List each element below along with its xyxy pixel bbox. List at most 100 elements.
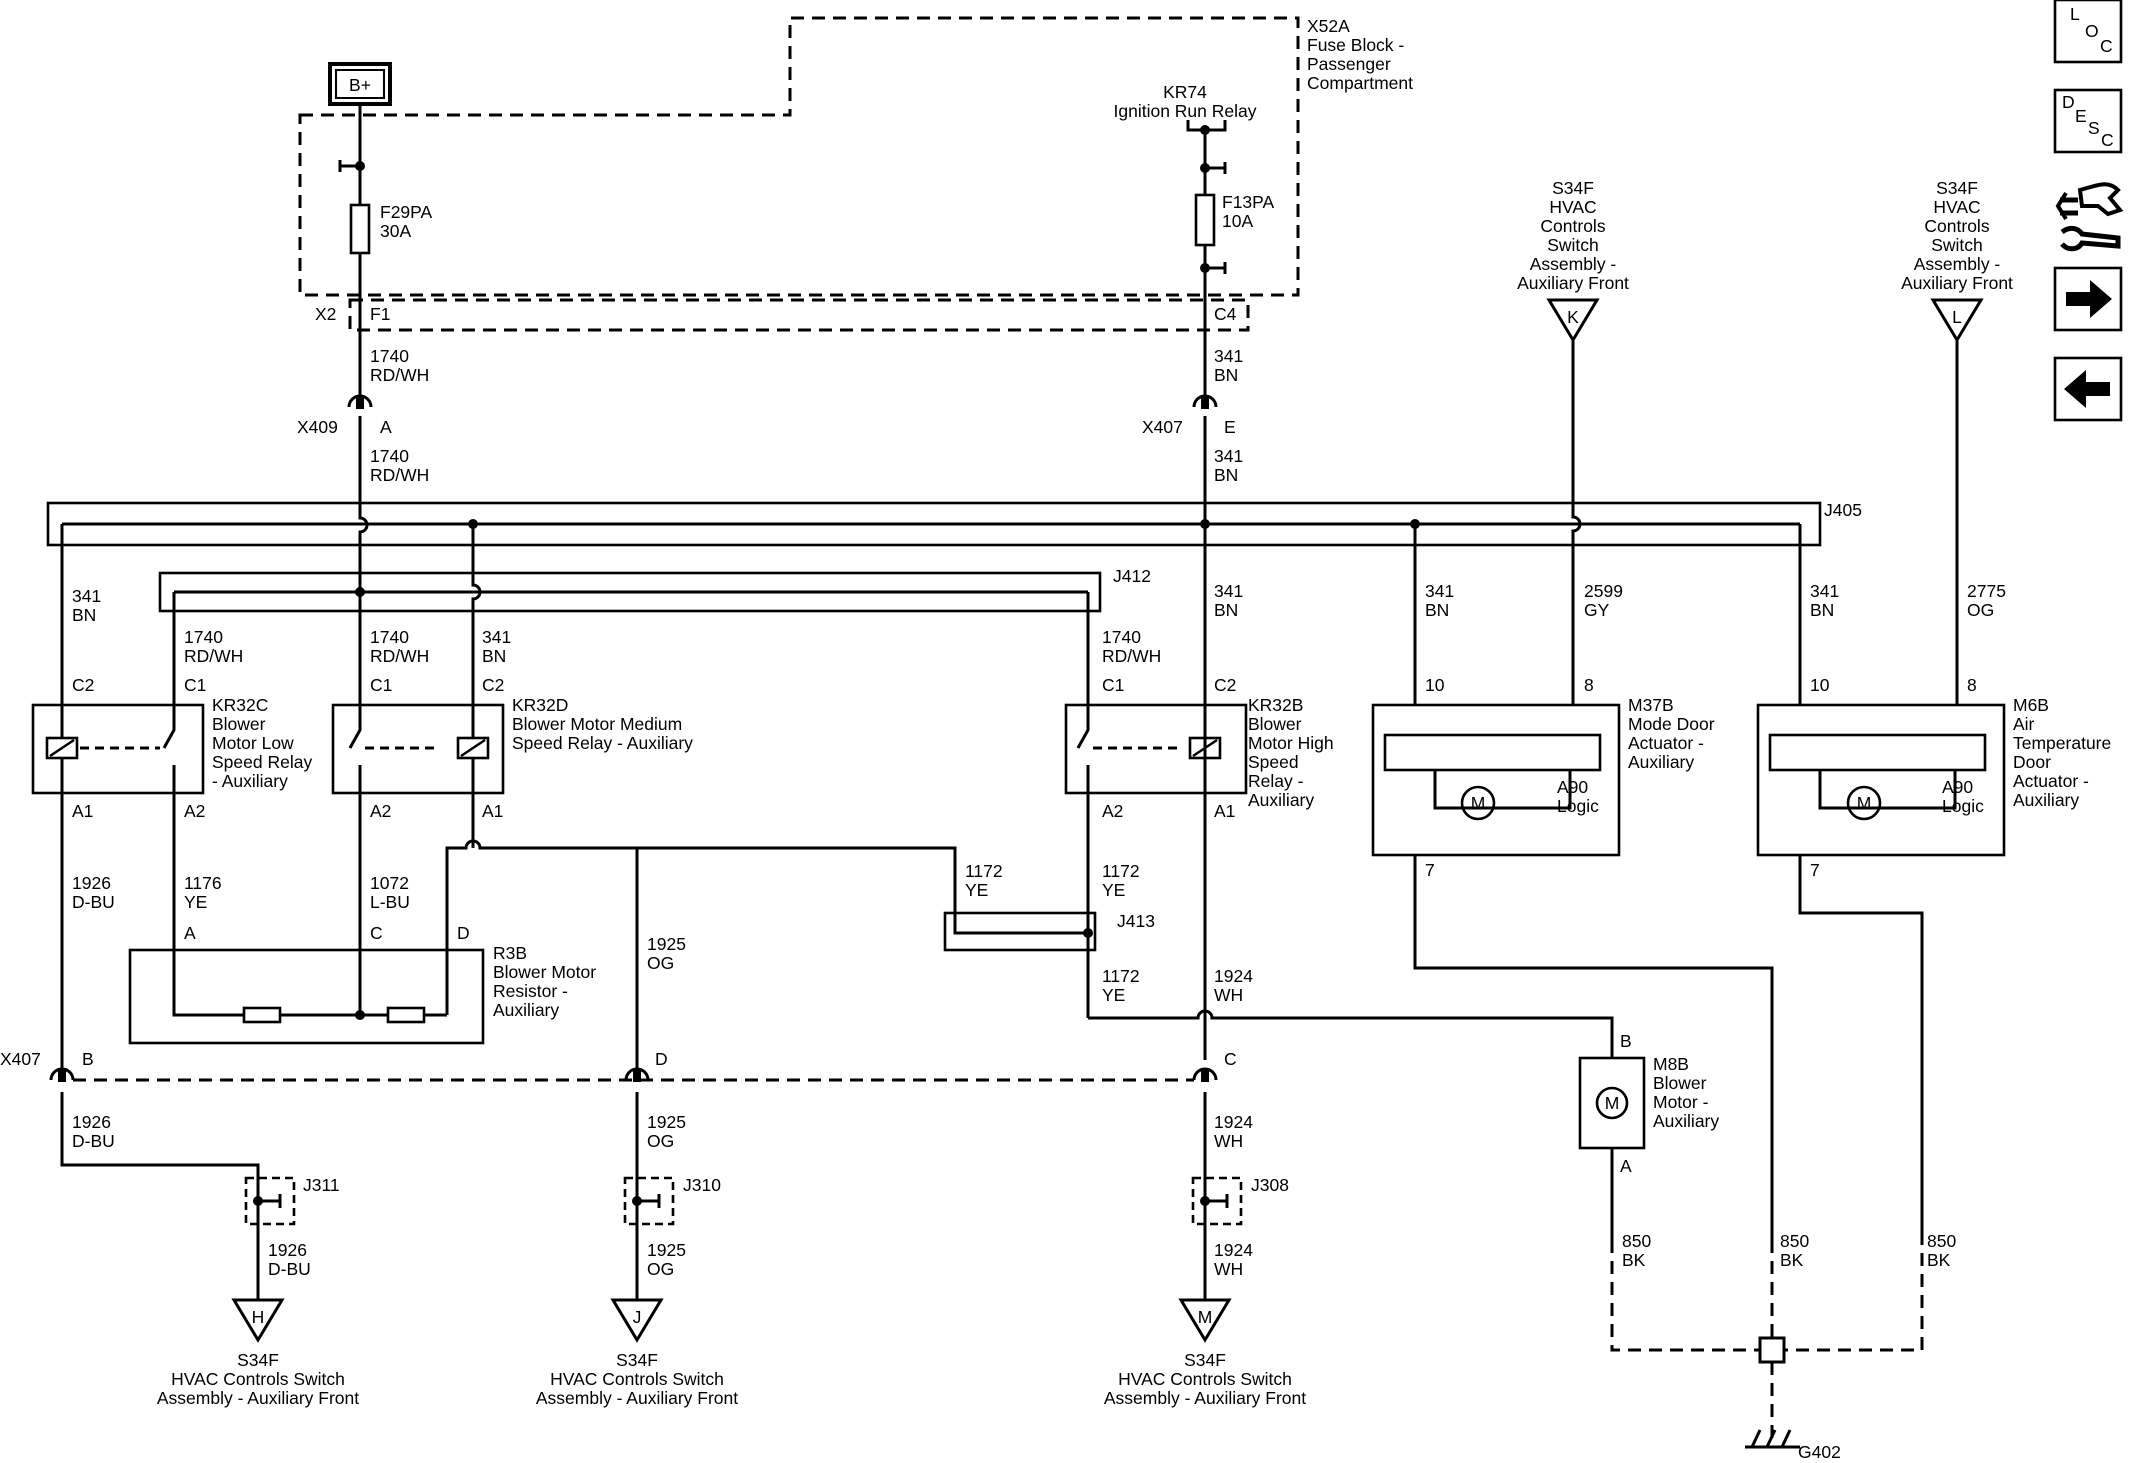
m6b-logic-1: A90 [1942,777,1973,797]
relay-kr32b-label-1: KR32B [1248,695,1303,715]
connector-x409: X409 A [297,394,392,437]
wire-1925-color-c: OG [647,1259,674,1279]
blower-motor-pin-a: A [1620,1156,1632,1176]
wire-2775-color: OG [1967,600,1994,620]
splice-j311: J311 [244,1175,340,1226]
wire-341-label-m6b-color: BN [1810,600,1834,620]
wire-850-num-b: 850 [1780,1231,1809,1251]
wire-1172-num-b: 1172 [1102,861,1140,881]
blower-motor-label-4: Auxiliary [1653,1111,1719,1131]
relay-kr32b-label-5: Relay - [1248,771,1304,791]
next-page-button[interactable] [2053,266,2123,332]
resistor-pin-a: A [184,923,196,943]
relay-kr32b-pin-c2: C2 [1214,675,1236,695]
desc-button[interactable]: D E S C [2053,88,2123,154]
fuse-f13pa-rating: 10A [1222,211,1253,231]
switch-pin-k: K [1567,307,1579,327]
connector-tool-button[interactable] [2055,182,2124,252]
splice-j308-label: J308 [1251,1175,1289,1195]
wire-850-num-c: 850 [1927,1231,1956,1251]
splice-j412: J412 [158,566,1151,613]
switch-m-label-1: S34F [1184,1350,1226,1370]
relay-kr32b-label-3: Motor High [1248,733,1334,753]
ground-g402: G402 [1610,1240,1924,1462]
wire-1925-color-b: OG [647,1131,674,1151]
switch-l-label-1: S34F [1936,178,1978,198]
switch-ref-m: M S34F HVAC Controls Switch Assembly - A… [1104,1298,1306,1408]
relay-kr32c-label-4: Speed Relay [212,752,312,772]
wire-1924-color-b: WH [1214,1131,1243,1151]
switch-j-label-1: S34F [616,1350,658,1370]
switch-ref-h: H S34F HVAC Controls Switch Assembly - A… [157,1298,359,1408]
desc-letter-s: S [2088,118,2100,138]
m6b-pin-8: 8 [1967,675,1977,695]
m37b-pin-7: 7 [1425,860,1435,880]
arrow-left-icon [2064,370,2110,408]
wire-1926-color-a: D-BU [72,892,115,912]
motor-symbol-m37b: M [1471,793,1486,813]
wire-341-num-top: 341 [1214,346,1243,366]
blower-motor-label-2: Blower [1653,1073,1707,1093]
relay-kr32c-pin-a2: A2 [184,801,205,821]
switch-h-label-2: HVAC Controls Switch [171,1369,345,1389]
connector-x2: X2 [315,304,336,324]
connector-pin-c4: C4 [1214,304,1237,324]
wire-850-color-a: BK [1622,1250,1646,1270]
resistor-r3b: A C D R3B Blower Motor Resistor - Auxili… [128,923,596,1045]
wire-341-label-m6b-num: 341 [1810,581,1839,601]
switch-feed-wires [60,1092,1207,1300]
resistor-pin-d: D [457,923,470,943]
wire-1740-label-kr32d-num: 1740 [370,627,409,647]
wire-1072-num: 1072 [370,873,409,893]
wire-341-label-kr32c-color: BN [72,605,96,625]
wire-1925-num-c: 1925 [647,1240,686,1260]
wire-1925-num-b: 1925 [647,1112,686,1132]
m37b-logic-2: Logic [1557,796,1599,816]
wire-1924-num-a: 1924 [1214,966,1253,986]
switch-h-label-1: S34F [237,1350,279,1370]
wire-1926-num-c: 1926 [268,1240,307,1260]
switch-l-label-3: Controls [1924,216,1989,236]
wire-341-label-m37b-color: BN [1425,600,1449,620]
previous-page-button[interactable] [2053,356,2123,422]
wire-341-label-kr32d-color: BN [482,646,506,666]
switch-pin-h: H [252,1307,265,1327]
switch-l-label-4: Switch [1931,235,1983,255]
ground-label: G402 [1798,1442,1841,1462]
fuse-f13pa-symbol [1194,193,1216,247]
wire-341-color-top: BN [1214,365,1238,385]
splice-j310-label: J310 [683,1175,721,1195]
connector-x407-bottom: X407 B D C [0,1049,1237,1082]
relay-kr32d: C1 C2 A2 A1 KR32D Blower Motor Medium Sp… [331,675,693,821]
relay-kr32b-label-4: Speed [1248,752,1299,772]
relay-kr32d-label-2: Blower Motor Medium [512,714,682,734]
wire-1740-color-mid: RD/WH [370,465,429,485]
wire-850-num-a: 850 [1622,1231,1651,1251]
relay-kr32c: C2 C1 A1 A2 KR32C Blower Motor Low Speed… [31,675,312,821]
switch-pin-j: J [633,1307,642,1327]
switch-pin-l: L [1952,307,1962,327]
fuse-block-label-4: Compartment [1307,73,1413,93]
loc-letter-c: C [2100,36,2113,56]
blower-motor-label-3: Motor - [1653,1092,1709,1112]
switch-j-label-2: HVAC Controls Switch [550,1369,724,1389]
wire-1740-num-mid: 1740 [370,446,409,466]
actuator-m37b: M A90 Logic 10 8 7 M37B Mode Door Actuat… [1371,675,1715,880]
m6b-label-6: Auxiliary [2013,790,2079,810]
switch-k-label-6: Auxiliary Front [1517,273,1629,293]
wire-1926-color-c: D-BU [268,1259,311,1279]
m37b-label-2: Mode Door [1628,714,1715,734]
relay-kr32c-label-1: KR32C [212,695,268,715]
switch-h-label-3: Assembly - Auxiliary Front [157,1388,359,1408]
connector-x407-pin-c: C [1224,1049,1237,1069]
wire-1740-label-kr32b-num: 1740 [1102,627,1141,647]
wire-1926-num-b: 1926 [72,1112,111,1132]
splice-j412-label: J412 [1113,566,1151,586]
wire-1925-color-a: OG [647,953,674,973]
wire-2599-num: 2599 [1584,581,1623,601]
wire-341-label-kr32c-num: 341 [72,586,101,606]
m37b-label-3: Actuator - [1628,733,1704,753]
loc-button[interactable]: L O C [2053,0,2123,64]
desc-letter-e: E [2075,106,2087,126]
wire-1172-num-a: 1172 [965,861,1003,881]
